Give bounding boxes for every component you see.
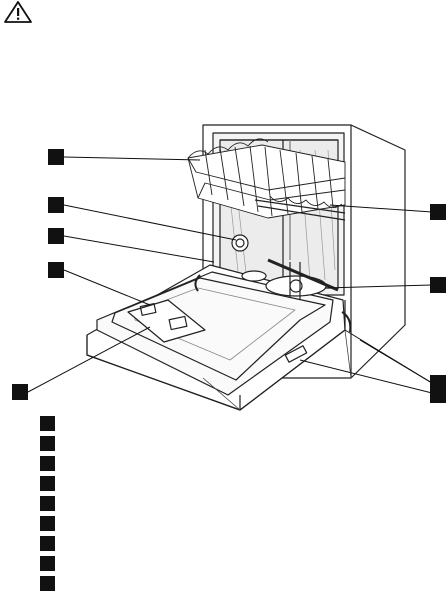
callout-marker [48, 149, 64, 165]
callout-marker [12, 384, 28, 400]
callout-marker [430, 277, 446, 293]
callout-marker [48, 228, 64, 244]
callout-marker [430, 204, 446, 220]
legend-marker [40, 576, 55, 591]
legend-marker [40, 476, 55, 491]
legend-marker [40, 536, 55, 551]
callout-marker [48, 262, 64, 278]
legend-marker [40, 496, 55, 511]
legend-marker [40, 456, 55, 471]
legend-marker [40, 516, 55, 531]
callout-marker [48, 197, 64, 213]
legend-marker [40, 556, 55, 571]
legend-marker [40, 436, 55, 451]
legend-marker [40, 416, 55, 431]
salt-container-cap [232, 235, 248, 251]
callout-marker [430, 387, 446, 403]
